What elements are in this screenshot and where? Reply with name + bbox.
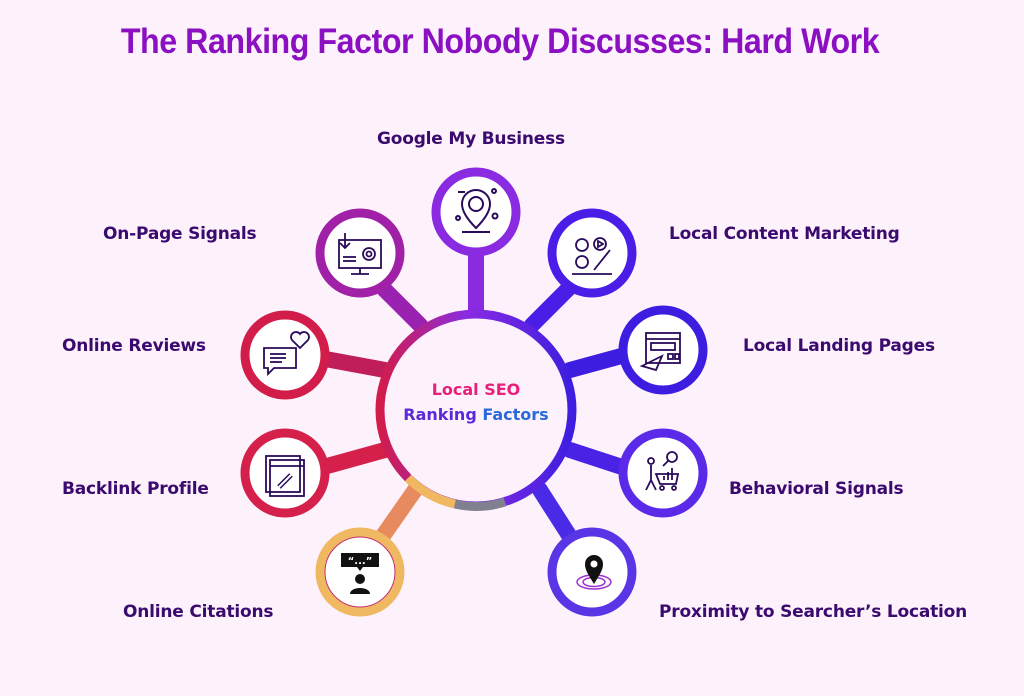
label-online-citations: Online Citations — [123, 602, 274, 622]
monitor-settings-icon — [338, 233, 382, 275]
label-local-content-marketing: Local Content Marketing — [669, 224, 900, 244]
node-behavioral-signals — [618, 428, 708, 518]
map-pin-google-icon — [455, 188, 499, 233]
connector-lines — [312, 242, 633, 548]
node-proximity — [547, 527, 637, 617]
label-backlink-profile: Backlink Profile — [62, 479, 209, 499]
center-hub — [375, 309, 577, 511]
node-local-content-marketing — [547, 208, 637, 298]
node-on-page-signals — [315, 208, 405, 298]
center-title-line1: Local SEO — [376, 380, 576, 399]
node-online-citations: “...” — [315, 527, 405, 617]
label-on-page-signals: On-Page Signals — [103, 224, 257, 244]
label-online-reviews: Online Reviews — [62, 336, 206, 356]
shopper-analytics-icon — [645, 451, 680, 491]
center-title-line2: Ranking Factors — [376, 405, 576, 424]
node-local-landing-pages — [618, 305, 708, 395]
content-media-icon — [572, 237, 612, 275]
node-online-reviews — [240, 310, 330, 400]
node-backlink-profile — [240, 428, 330, 518]
label-proximity: Proximity to Searcher’s Location — [659, 602, 968, 622]
chat-heart-icon — [263, 331, 310, 377]
label-behavioral-signals: Behavioral Signals — [729, 479, 904, 499]
center-ranking: Ranking — [403, 405, 477, 424]
page-title: The Ranking Factor Nobody Discusses: Har… — [120, 22, 880, 61]
center-local-seo: Local SEO — [431, 380, 521, 399]
label-local-landing-pages: Local Landing Pages — [743, 336, 935, 356]
center-factors: Factors — [482, 405, 549, 424]
quote-speaker-icon: “...” — [341, 553, 379, 594]
svg-text:“...”: “...” — [348, 556, 373, 567]
node-google-my-business — [431, 167, 521, 257]
location-target-icon — [576, 555, 612, 590]
label-google-my-business: Google My Business — [377, 129, 565, 149]
browser-link-icon — [265, 455, 305, 497]
webpage-paper-plane-icon — [639, 332, 681, 372]
